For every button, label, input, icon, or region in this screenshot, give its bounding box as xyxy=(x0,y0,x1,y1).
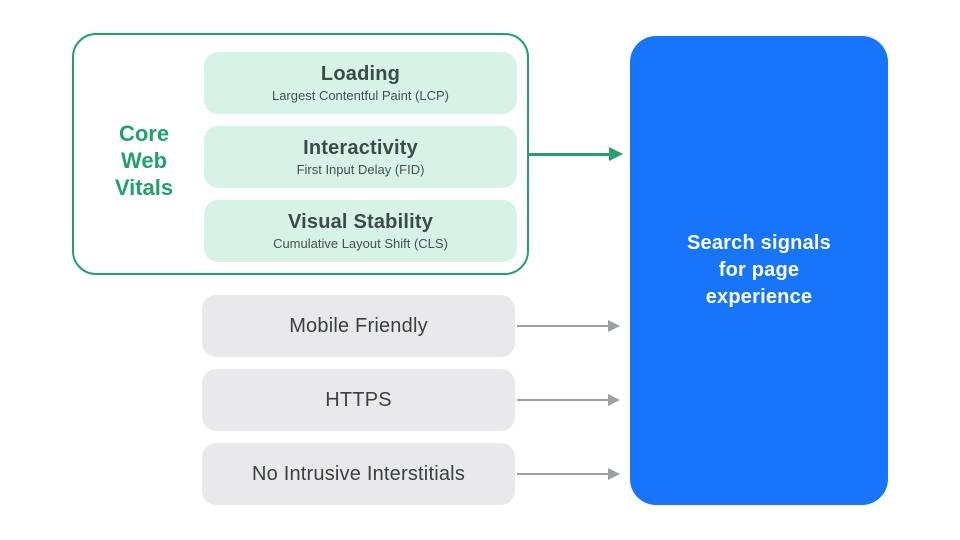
arrow-shaft xyxy=(517,399,608,401)
search-signals-label: Search signals for page experience xyxy=(687,232,831,308)
vital-pill-visual-stability: Visual Stability Cumulative Layout Shift… xyxy=(204,200,517,262)
vital-title-loading: Loading xyxy=(320,63,401,85)
signal-pill-https: HTTPS xyxy=(202,369,515,431)
signal-label-no-intrusive-interstitials: No Intrusive Interstitials xyxy=(251,462,466,485)
vital-title-interactivity: Interactivity xyxy=(303,137,418,159)
arrow-head-icon xyxy=(608,468,620,480)
core-web-vitals-group: Core Web Vitals Loading Largest Contentf… xyxy=(72,33,529,275)
arrow-no-intrusive-interstitials xyxy=(517,468,620,480)
arrow-core-web-vitals xyxy=(529,147,623,161)
arrow-shaft xyxy=(517,473,608,475)
signal-pill-mobile-friendly: Mobile Friendly xyxy=(202,295,515,357)
vital-pill-loading: Loading Largest Contentful Paint (LCP) xyxy=(204,52,517,114)
arrow-https xyxy=(517,394,620,406)
search-signals-box: Search signals for page experience xyxy=(630,36,888,505)
vital-pill-interactivity: Interactivity First Input Delay (FID) xyxy=(204,126,517,188)
arrow-shaft xyxy=(529,152,611,156)
vital-title-visual-stability: Visual Stability xyxy=(287,211,434,233)
signal-label-https: HTTPS xyxy=(325,388,392,411)
arrow-mobile-friendly xyxy=(517,320,620,332)
core-web-vitals-label: Core Web Vitals xyxy=(114,121,174,200)
vital-subtitle-cls: Cumulative Layout Shift (CLS) xyxy=(273,236,448,251)
arrow-head-icon xyxy=(609,147,623,161)
arrow-head-icon xyxy=(608,394,620,406)
vital-subtitle-lcp: Largest Contentful Paint (LCP) xyxy=(271,88,450,103)
vital-subtitle-fid: First Input Delay (FID) xyxy=(296,162,425,177)
arrow-head-icon xyxy=(608,320,620,332)
signal-label-mobile-friendly: Mobile Friendly xyxy=(289,314,428,337)
arrow-shaft xyxy=(517,325,608,327)
signal-pill-no-intrusive-interstitials: No Intrusive Interstitials xyxy=(202,443,515,505)
